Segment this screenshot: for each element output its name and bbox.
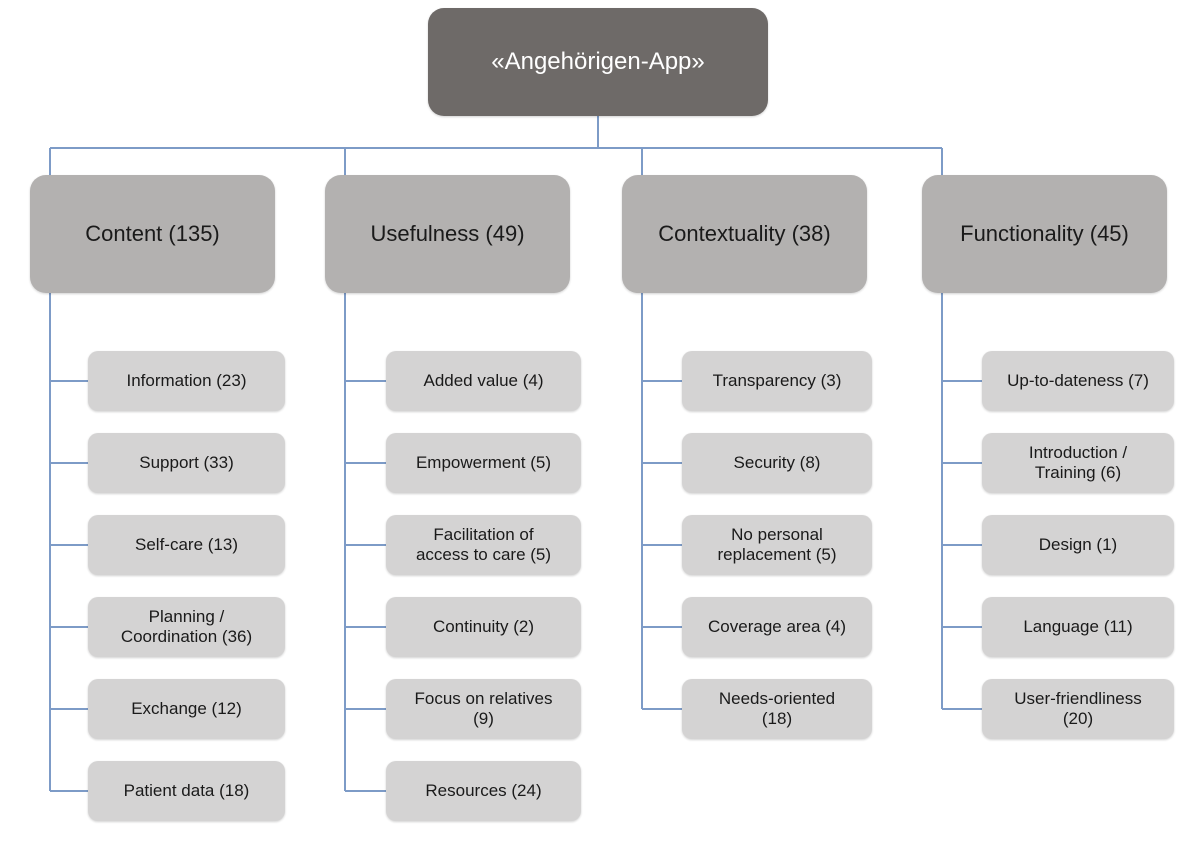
- leaf-node: Introduction / Training (6): [982, 433, 1174, 493]
- leaf-node: Exchange (12): [88, 679, 285, 739]
- leaf-node: Language (11): [982, 597, 1174, 657]
- category-node-functionality: Functionality (45): [922, 175, 1167, 293]
- leaf-node: Up-to-dateness (7): [982, 351, 1174, 411]
- leaf-node: User-friendliness (20): [982, 679, 1174, 739]
- leaf-node: Resources (24): [386, 761, 581, 821]
- leaf-node: Planning / Coordination (36): [88, 597, 285, 657]
- leaf-node: Transparency (3): [682, 351, 872, 411]
- leaf-node: No personal replacement (5): [682, 515, 872, 575]
- leaf-node: Needs-oriented (18): [682, 679, 872, 739]
- leaf-node: Support (33): [88, 433, 285, 493]
- leaf-node: Information (23): [88, 351, 285, 411]
- root-node: «Angehörigen-App»: [428, 8, 768, 116]
- leaf-node: Focus on relatives (9): [386, 679, 581, 739]
- leaf-node: Design (1): [982, 515, 1174, 575]
- category-node-content: Content (135): [30, 175, 275, 293]
- leaf-node: Security (8): [682, 433, 872, 493]
- category-node-usefulness: Usefulness (49): [325, 175, 570, 293]
- leaf-node: Coverage area (4): [682, 597, 872, 657]
- category-node-contextuality: Contextuality (38): [622, 175, 867, 293]
- leaf-node: Continuity (2): [386, 597, 581, 657]
- leaf-node: Facilitation of access to care (5): [386, 515, 581, 575]
- leaf-node: Added value (4): [386, 351, 581, 411]
- leaf-node: Empowerment (5): [386, 433, 581, 493]
- leaf-node: Patient data (18): [88, 761, 285, 821]
- leaf-node: Self-care (13): [88, 515, 285, 575]
